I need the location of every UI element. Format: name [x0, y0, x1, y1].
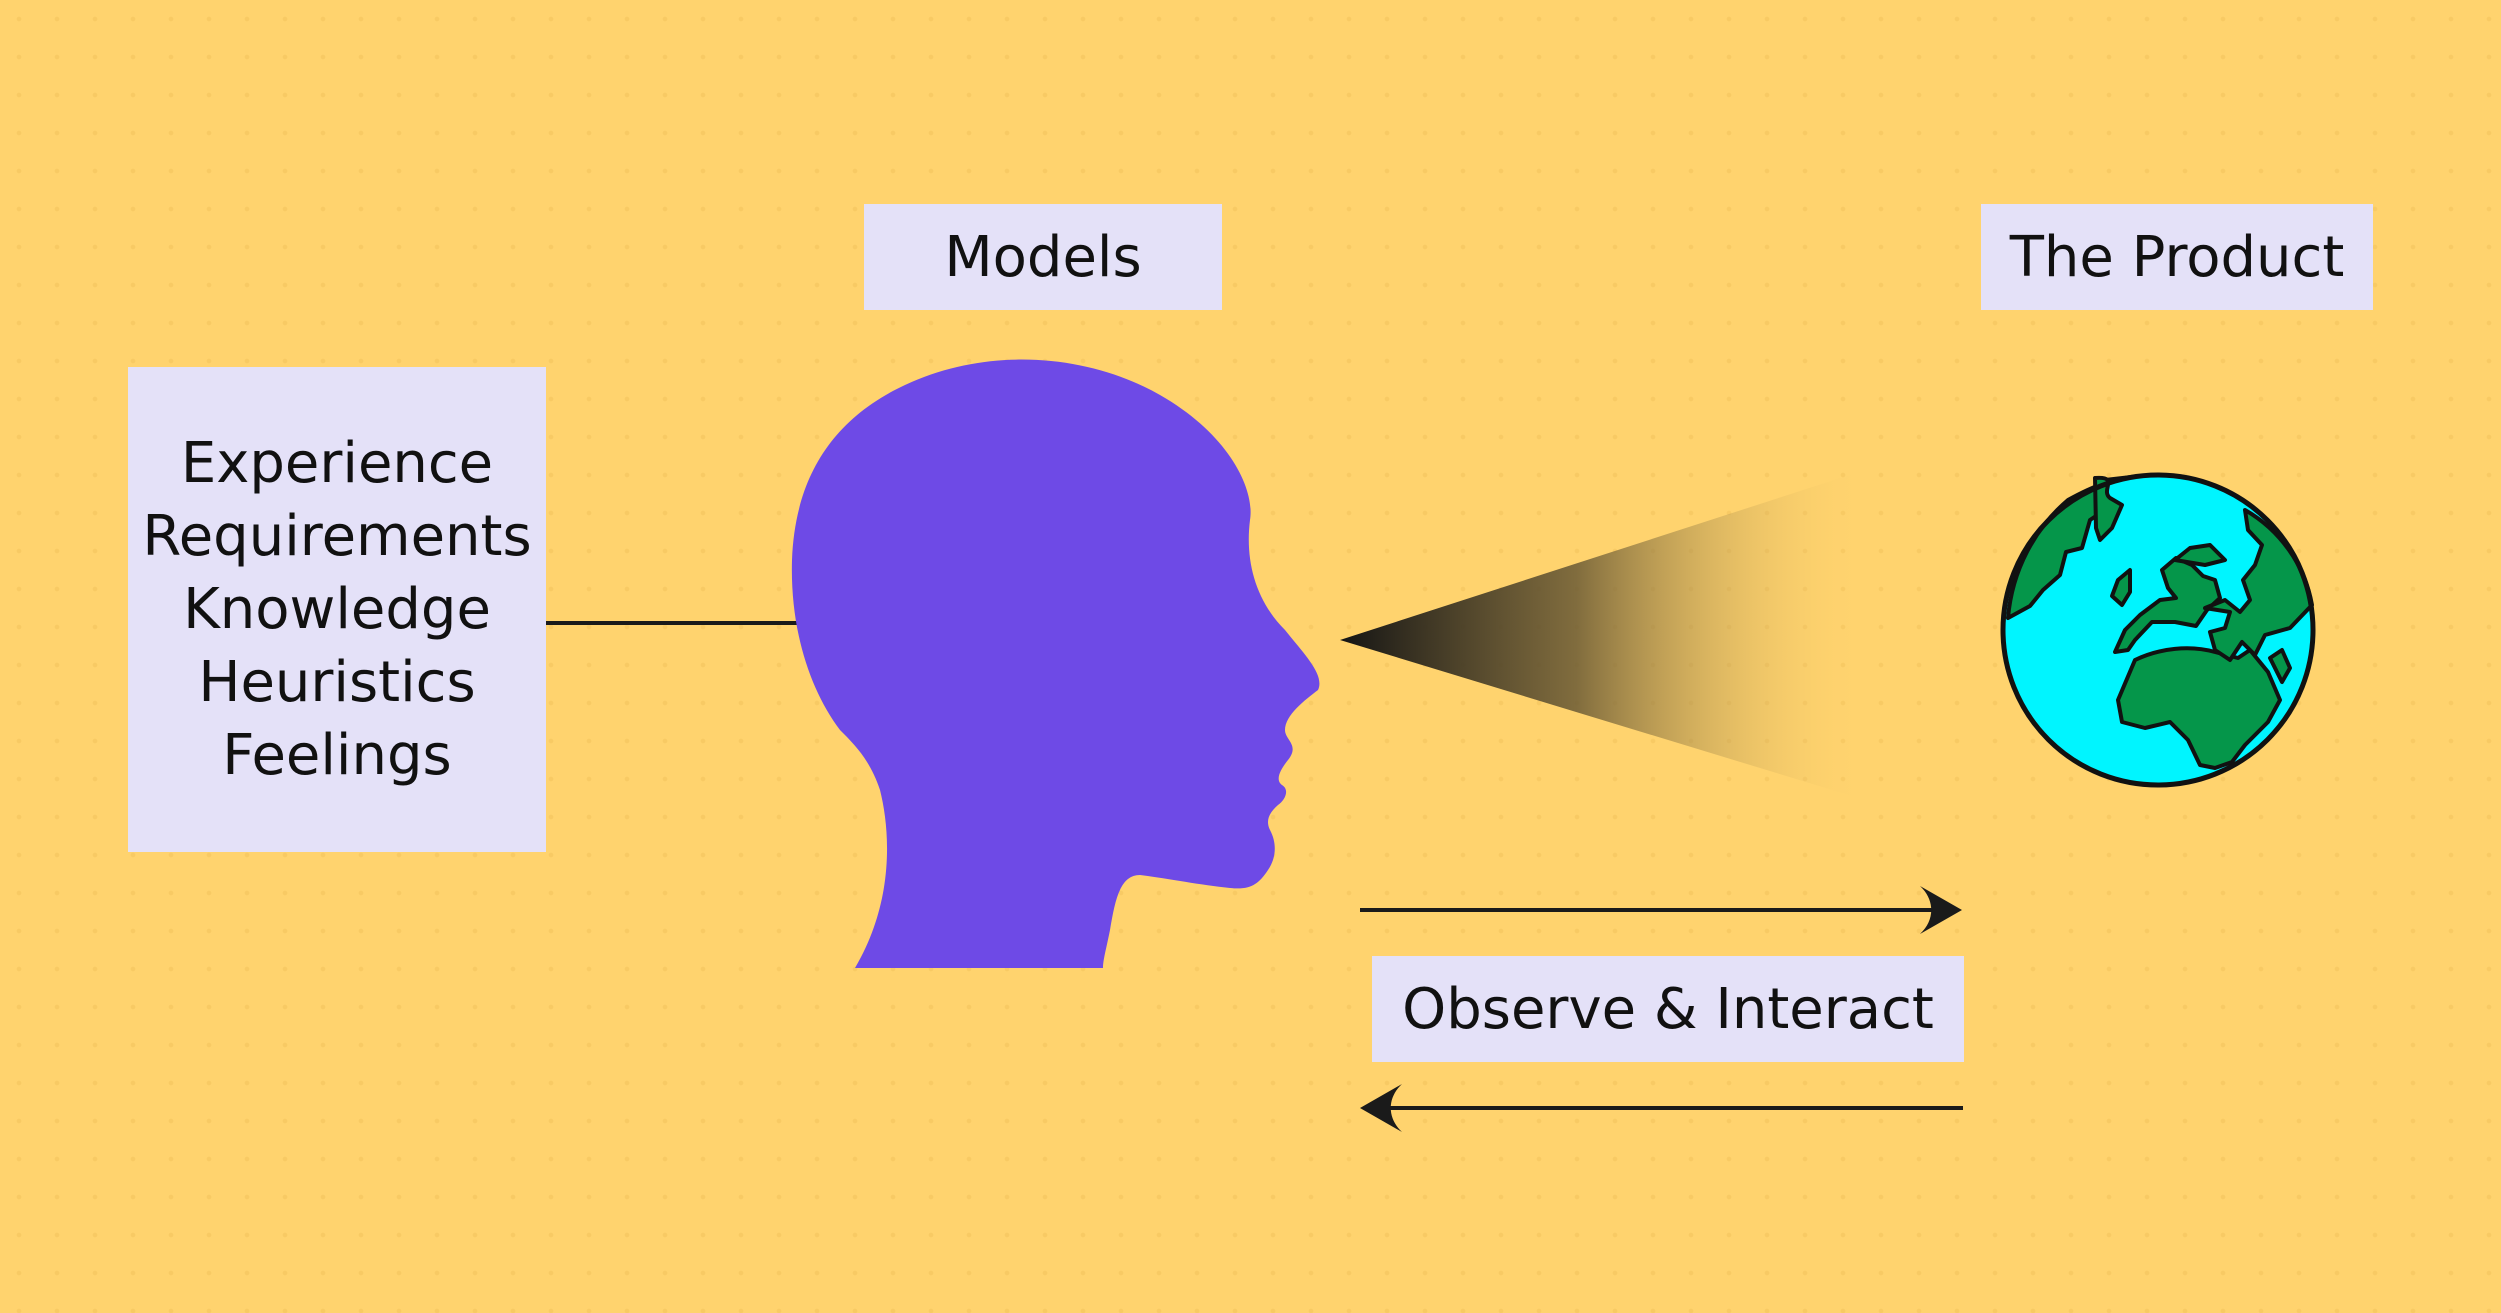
observe-interact-label: Observe & Interact [1372, 956, 1964, 1062]
arrow-left-icon [1360, 1084, 1963, 1132]
inputs-box: Experience Requirements Knowledge Heuris… [128, 367, 546, 852]
head-silhouette-icon [791, 359, 1320, 968]
input-item-requirements: Requirements [142, 504, 532, 569]
globe-icon [2000, 472, 2316, 788]
input-item-knowledge: Knowledge [183, 577, 491, 642]
input-item-experience: Experience [180, 431, 494, 496]
input-item-feelings: Feelings [222, 723, 452, 788]
arrow-right-icon [1360, 886, 1962, 934]
vision-cone [1340, 470, 1865, 800]
input-item-heuristics: Heuristics [198, 650, 476, 715]
models-label: Models [864, 204, 1222, 310]
product-label: The Product [1981, 204, 2373, 310]
